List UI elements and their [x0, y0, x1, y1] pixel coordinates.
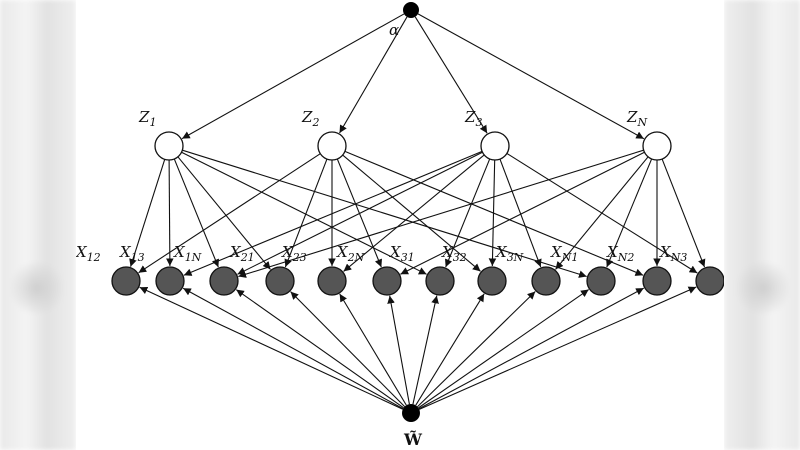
- observed-label-x1N: X1N: [173, 243, 202, 264]
- edge-z1-x12: [129, 159, 166, 267]
- edge-alpha-z3: [414, 16, 488, 134]
- edge-z1-xN1: [182, 149, 587, 278]
- edge-zN-xN3: [661, 158, 706, 268]
- edge-w-xN2: [418, 287, 645, 410]
- alpha-label: α: [389, 21, 399, 39]
- edges-layer: [129, 13, 706, 410]
- labels-layer: αW̃ Z1 Z2 Z3 ZN X12 X13 X1N X21 X23 X2N X31 X32 X3N XN…: [76, 21, 687, 449]
- observed-label-x12: X12: [76, 243, 101, 264]
- observed-label-x2N: X2N: [336, 243, 365, 264]
- observed-label-xN1: XN1: [550, 243, 578, 264]
- latent-label-z2: Z2: [301, 108, 319, 129]
- alpha-node: [403, 2, 419, 18]
- latent-node-z2: [317, 131, 347, 161]
- edge-zN-xN1: [606, 158, 653, 268]
- edge-w-x31: [412, 295, 439, 405]
- edge-z1-x21: [177, 156, 271, 270]
- edge-z3-x31: [444, 158, 491, 268]
- observed-label-x32: X32: [441, 243, 467, 264]
- edge-z3-x1N: [237, 151, 483, 275]
- edge-w-x32: [415, 293, 485, 406]
- edge-w-x13: [182, 287, 404, 410]
- latent-node-z1: [154, 131, 184, 161]
- w-node: [402, 404, 420, 422]
- edge-alpha-z2: [339, 16, 408, 134]
- observed-node-x21: [265, 266, 295, 296]
- edge-z3-x32: [488, 159, 497, 267]
- edge-z1-x31: [181, 151, 427, 275]
- edge-w-x12: [139, 286, 404, 410]
- edge-z1-x13: [165, 159, 174, 267]
- observed-node-xN1: [586, 266, 616, 296]
- latent-label-z3: Z3: [464, 108, 482, 129]
- observed-node-x12: [111, 266, 141, 296]
- edge-z2-x12: [138, 153, 321, 274]
- edge-alpha-z1: [181, 13, 405, 140]
- edge-z3-x23: [343, 154, 485, 272]
- edge-w-x1N: [235, 289, 404, 409]
- edge-z2-x32: [342, 154, 481, 272]
- observed-node-x3N: [531, 266, 561, 296]
- edge-z3-x3N: [499, 158, 542, 268]
- left-blurred-margin: [0, 0, 76, 450]
- observed-node-x23: [317, 266, 347, 296]
- latent-label-z1: Z1: [138, 108, 156, 129]
- edge-zN-x1N: [238, 149, 644, 278]
- observed-label-x21: X21: [229, 243, 255, 264]
- observed-node-x13: [155, 266, 185, 296]
- latent-node-zN: [642, 131, 672, 161]
- observed-label-x23: X23: [281, 243, 307, 264]
- observed-label-x31: X31: [389, 243, 415, 264]
- observed-label-x13: X13: [119, 243, 145, 264]
- latent-node-z3: [480, 131, 510, 161]
- observed-node-xN2: [642, 266, 672, 296]
- edge-z3-x13: [183, 150, 483, 276]
- edge-w-x2N: [387, 295, 410, 405]
- observed-label-xN2: XN2: [606, 243, 634, 264]
- observed-label-xN3: XN3: [659, 243, 687, 264]
- observed-node-x1N: [209, 266, 239, 296]
- latent-label-zN: ZN: [626, 108, 647, 129]
- w-label: W̃: [403, 430, 423, 449]
- edge-w-x21: [290, 291, 406, 407]
- edge-w-xN1: [418, 289, 589, 409]
- nodes-layer: [111, 2, 724, 422]
- observed-node-x2N: [372, 266, 402, 296]
- edge-alpha-zN: [417, 13, 645, 140]
- edge-w-x23: [339, 293, 407, 406]
- edge-w-xN3: [419, 286, 697, 410]
- observed-node-x31: [425, 266, 455, 296]
- bayesian-network-diagram: αW̃ Z1 Z2 Z3 ZN X12 X13 X1N X21 X23 X2N X31 X32 X3N XN…: [76, 2, 724, 449]
- edge-z1-x1N: [173, 158, 220, 268]
- edge-zN-x3N: [555, 156, 649, 270]
- edge-zN-x2N: [400, 151, 645, 275]
- observed-node-xN3: [695, 266, 724, 296]
- edge-z2-x21: [284, 158, 328, 268]
- observed-node-x32: [477, 266, 507, 296]
- edge-w-x3N: [417, 291, 536, 408]
- observed-label-x3N: X3N: [495, 243, 524, 264]
- right-blurred-margin: [724, 0, 800, 450]
